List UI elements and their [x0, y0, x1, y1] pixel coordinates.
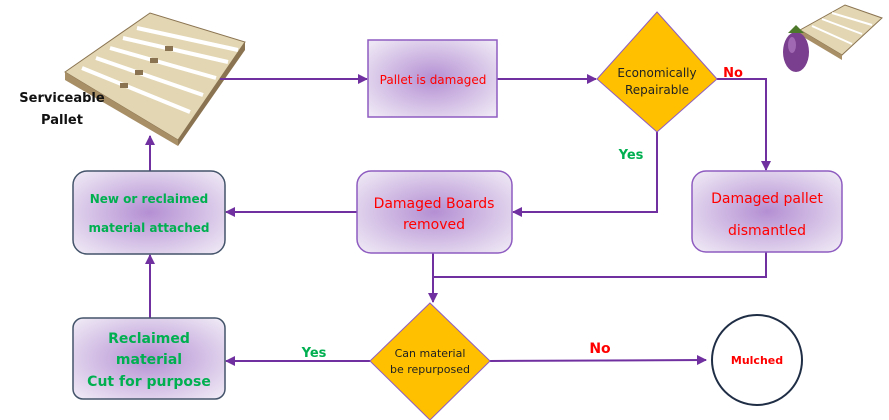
node-pallet-damaged: [367, 39, 498, 118]
repurposed-label-2: be repurposed: [390, 363, 470, 376]
repairable-yes-label: Yes: [618, 148, 644, 163]
decision-repurposed: [369, 302, 491, 420]
connectors: [145, 74, 771, 366]
repurposed-label-1: Can material: [395, 347, 466, 360]
mulched-label: Mulched: [731, 354, 783, 367]
repurpose-no-label: No: [589, 341, 611, 357]
node-mulched: [711, 314, 803, 406]
attached-label-2: material attached: [89, 221, 210, 235]
pallet-image: [64, 12, 246, 146]
attached-label-1: New or reclaimed: [90, 192, 209, 206]
node-reclaimed-material: [72, 317, 226, 400]
small-pallet-eggplant-image: [783, 4, 883, 72]
decision-repairable: [596, 11, 718, 133]
pallet-damaged-label: Pallet is damaged: [380, 73, 487, 87]
repairable-no-label: No: [723, 66, 743, 81]
boards-removed-label-1: Damaged Boards: [374, 196, 495, 212]
repairable-label-2: Repairable: [625, 83, 689, 97]
serviceable-label-2: Pallet: [41, 113, 83, 128]
repurpose-yes-label: Yes: [301, 346, 327, 361]
dismantled-label-1: Damaged pallet: [711, 191, 823, 207]
reclaimed-label-2: material: [116, 352, 182, 368]
dismantled-label-2: dismantled: [728, 223, 806, 239]
boards-removed-label-2: removed: [403, 217, 465, 233]
repairable-label-1: Economically: [617, 66, 696, 80]
node-dismantled: [691, 170, 843, 253]
node-boards-removed: [356, 170, 513, 254]
reclaimed-label-3: Cut for purpose: [87, 374, 211, 390]
node-material-attached: [72, 170, 226, 255]
reclaimed-label-1: Reclaimed: [108, 331, 190, 347]
serviceable-label-1: Serviceable: [19, 91, 105, 106]
